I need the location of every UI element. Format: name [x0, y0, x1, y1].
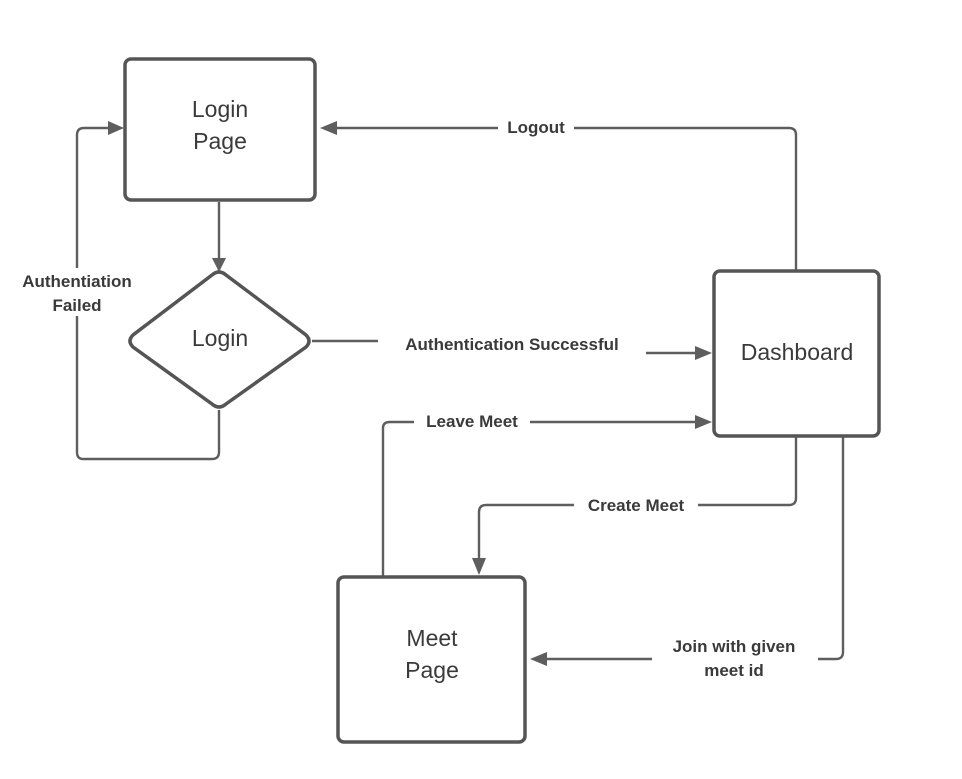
arrowhead-right-icon: [695, 346, 712, 360]
login-page-label-line2: Page: [193, 128, 247, 154]
arrowhead-left-icon: [530, 652, 547, 666]
edge-logout: [335, 126, 798, 270]
arrowhead-down-icon: [472, 558, 486, 575]
edge-label-auth-failed: Authentiation Failed: [8, 268, 146, 316]
meet-page-label-line2: Page: [405, 657, 459, 683]
login-decision-label: Login: [192, 325, 248, 351]
leave-meet-label: Leave Meet: [426, 412, 518, 431]
dashboard-label: Dashboard: [741, 339, 854, 365]
edge-label-logout: Logout: [498, 116, 574, 138]
logout-label: Logout: [507, 118, 565, 137]
edge-label-auth-success: Authentication Successful: [378, 333, 646, 355]
auth-failed-label-line1: Authentiation: [22, 272, 132, 291]
node-login-page: Login Page: [123, 57, 317, 202]
arrowhead-right-icon: [108, 121, 124, 135]
edge-auth-failed: [75, 126, 221, 461]
node-login-decision: Login: [128, 270, 311, 409]
node-meet-page: Meet Page: [336, 575, 527, 744]
edge-leave-meet: [381, 420, 697, 576]
node-dashboard: Dashboard: [712, 269, 881, 438]
edge-label-create-meet: Create Meet: [574, 494, 698, 516]
create-meet-label: Create Meet: [588, 496, 685, 515]
meet-page-label-line1: Meet: [406, 625, 458, 651]
edge-join-meet: [545, 437, 845, 661]
arrowhead-right-icon: [695, 415, 712, 429]
join-meet-label-line2: meet id: [704, 661, 764, 680]
auth-failed-label-line2: Failed: [52, 296, 101, 315]
edge-label-leave-meet: Leave Meet: [414, 410, 530, 432]
edge-label-join-meet: Join with given meet id: [652, 633, 818, 681]
login-page-label-line1: Login: [192, 96, 248, 122]
arrowhead-left-icon: [320, 121, 337, 135]
auth-success-label: Authentication Successful: [405, 335, 618, 354]
arrowhead-down-icon: [212, 258, 226, 272]
join-meet-label-line1: Join with given: [673, 637, 796, 656]
